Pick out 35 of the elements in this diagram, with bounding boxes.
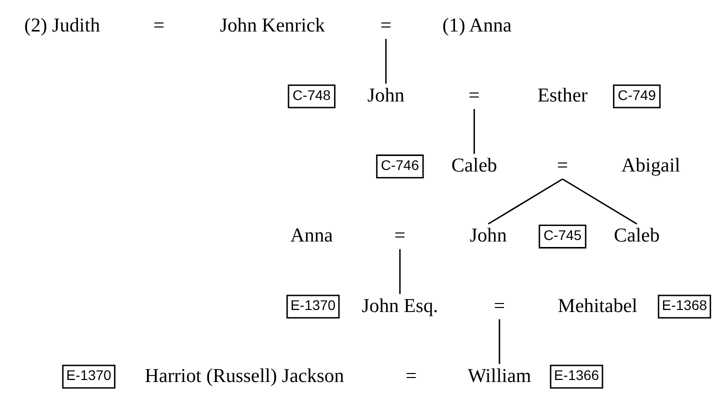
node-text: John [366,86,404,107]
node-text: Caleb [450,156,497,177]
node-text: Abigail [620,156,680,177]
node-text: Mehitabel [557,296,637,317]
node-text: (1) Anna [442,15,512,36]
node-text: = [468,86,480,107]
node-text: = [380,15,391,36]
connector [487,178,562,225]
node-box: E-1370 [62,364,115,389]
node-text: = [405,366,416,387]
node-text: Harriot (Russell) Jackson [144,366,344,387]
connector [398,249,400,294]
connector [498,319,500,364]
node-text: John Esq. [361,296,438,317]
node-text: John [469,226,506,247]
node-box: C-746 [376,154,424,178]
connector [473,109,474,154]
node-text: = [556,156,568,177]
node-text: Anna [290,226,332,247]
node-box: E-1366 [549,364,603,389]
node-box: E-1368 [657,294,711,319]
node-text: John Kenrick [219,15,324,36]
node-box: C-749 [612,84,660,108]
node-text: = [493,296,504,317]
connector [384,38,386,84]
node-text: = [394,226,405,247]
node-box: E-1370 [286,294,340,319]
node-text: Esther [536,86,588,107]
node-box: C-748 [287,84,335,108]
node-text: William [467,366,531,387]
node-text: (2) Judith [24,15,100,36]
node-box: C-745 [538,224,586,248]
node-text: Caleb [613,226,660,247]
node-text: = [152,15,164,36]
connector [562,178,637,225]
